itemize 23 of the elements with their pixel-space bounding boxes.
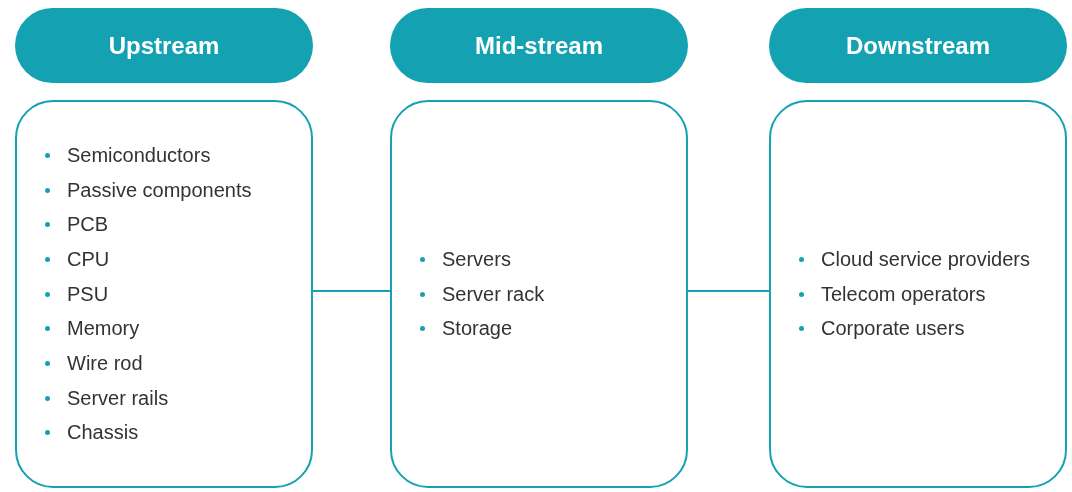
list-card <box>15 100 313 488</box>
bullet-item: Chassis <box>43 415 139 451</box>
bullet-item: Corporate users <box>797 311 965 347</box>
list-card <box>769 100 1067 488</box>
header-text: Upstream <box>108 31 220 60</box>
bullet-item: PCB <box>43 207 109 242</box>
connector-line <box>312 290 391 292</box>
bullet-item: CPU <box>43 241 110 277</box>
bullet-item: Telecom operators <box>797 276 986 312</box>
bullet-item: Servers <box>418 241 511 277</box>
bullet-item: Server rack <box>418 276 545 312</box>
bullet-item: Wire rod <box>43 346 143 381</box>
bullet-item: Cloud service providers <box>797 241 1030 277</box>
bullet-item: PSU <box>43 276 109 312</box>
bullet-item: Storage <box>418 311 513 347</box>
bullet-item: Server rails <box>43 380 169 416</box>
bullet-item: Semiconductors <box>43 137 211 173</box>
bullet-item: Passive components <box>43 172 252 208</box>
list-card <box>390 100 688 488</box>
header-text: Mid-stream <box>475 31 603 60</box>
connector-line <box>687 290 770 292</box>
header-text: Downstream <box>845 31 990 60</box>
bullet-item: Memory <box>43 311 140 347</box>
